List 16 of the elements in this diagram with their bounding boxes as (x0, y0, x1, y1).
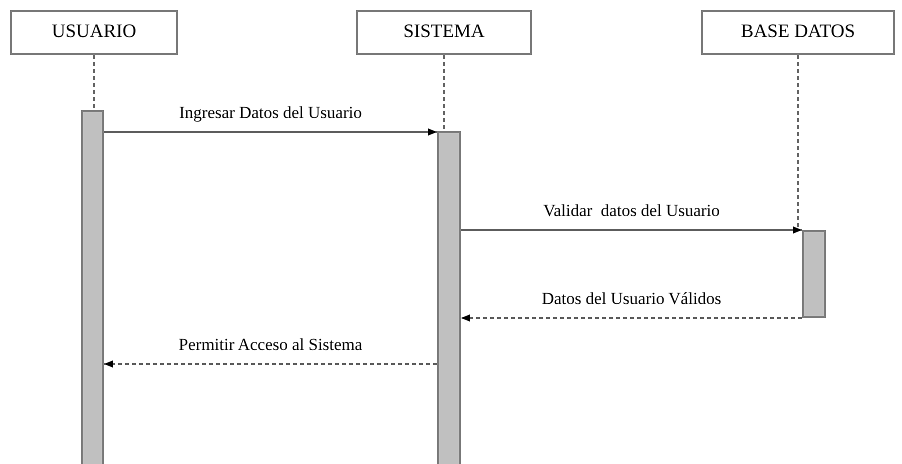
lifeline-header-box (10, 10, 178, 55)
message-arrow (461, 226, 802, 234)
lifeline-header-box (701, 10, 895, 55)
participant-name: SISTEMA (403, 20, 485, 44)
participant-name: USUARIO (52, 20, 136, 44)
message-arrow (104, 360, 437, 368)
activation-bar (802, 230, 826, 318)
activation-bar (81, 110, 104, 464)
lifeline (93, 55, 95, 110)
lifeline (443, 55, 445, 131)
message-arrow (104, 128, 437, 136)
lifeline (797, 55, 799, 230)
activation-bar (437, 131, 461, 464)
lifeline-header-box (356, 10, 532, 55)
message-arrow (461, 314, 802, 322)
participant-name: BASE DATOS (740, 20, 856, 44)
